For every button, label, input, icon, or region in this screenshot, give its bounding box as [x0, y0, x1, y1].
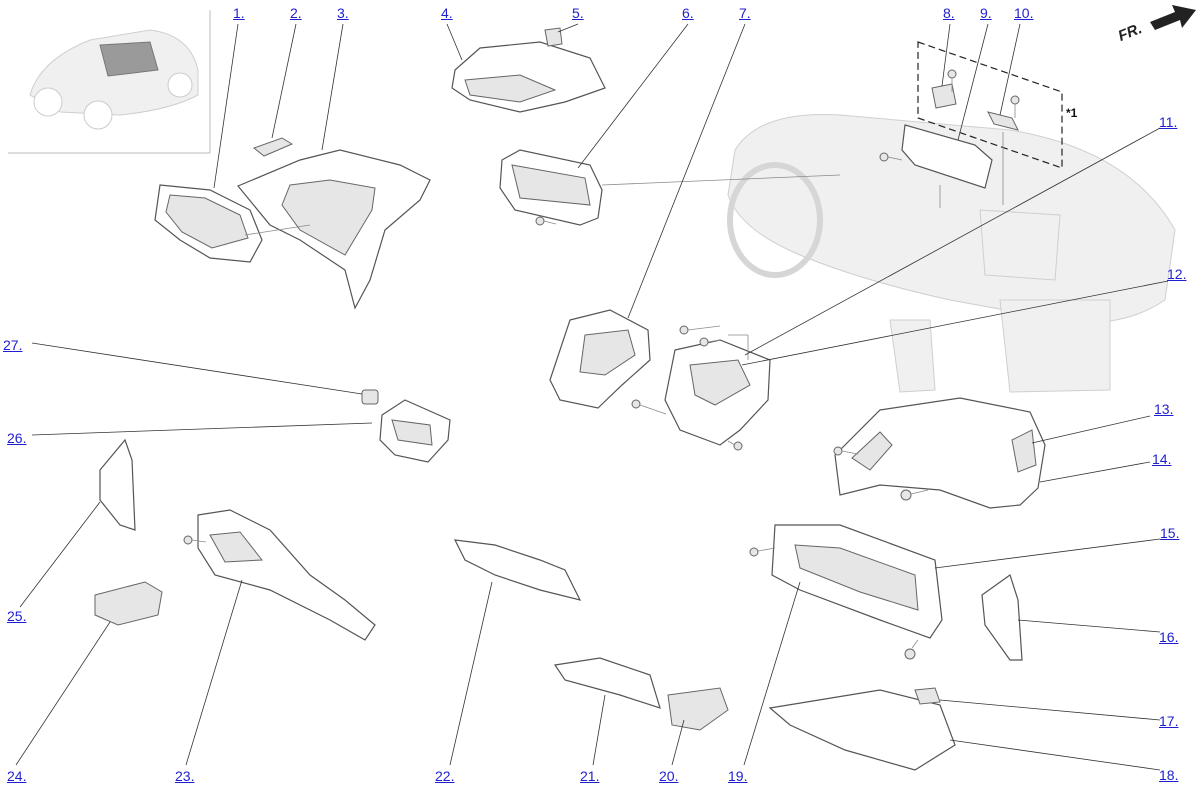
part-7-center-panel — [549, 309, 651, 409]
part-4-upper-cover — [451, 41, 606, 113]
callout-7[interactable]: 7. — [739, 5, 751, 21]
screws — [183, 69, 1020, 660]
assembly-lines — [244, 132, 1004, 360]
callout-27[interactable]: 27. — [3, 337, 23, 353]
front-direction-arrow-icon — [1150, 5, 1196, 30]
part-2-clip — [252, 137, 294, 157]
callout-5[interactable]: 5. — [572, 5, 584, 21]
part-13-14-right-panel — [834, 397, 1046, 509]
vehicle-locator-inset — [8, 10, 211, 154]
leader-lines — [15, 23, 1169, 771]
part-1-meter-frame — [154, 184, 263, 263]
part-10-bracket — [987, 111, 1019, 131]
callout-11[interactable]: 11. — [1159, 114, 1178, 130]
part-8-9-10-display — [901, 83, 1019, 189]
callout-14[interactable]: 14. — [1152, 451, 1172, 467]
callout-20[interactable]: 20. — [659, 768, 679, 784]
part-25-side-cover — [99, 438, 136, 531]
callout-16[interactable]: 16. — [1159, 629, 1179, 645]
callout-15[interactable]: 15. — [1160, 525, 1180, 541]
callout-12[interactable]: 12. — [1167, 266, 1187, 282]
part-9-display — [901, 124, 993, 189]
callout-4[interactable]: 4. — [441, 5, 453, 21]
callout-21[interactable]: 21. — [580, 768, 600, 784]
callout-13[interactable]: 13. — [1154, 401, 1174, 417]
callout-24[interactable]: 24. — [7, 768, 27, 784]
part-27-knob — [361, 389, 379, 405]
part-5-sensor — [544, 27, 563, 47]
callout-23[interactable]: 23. — [175, 768, 195, 784]
callout-26[interactable]: 26. — [7, 430, 27, 446]
dashboard-background-ghost — [727, 113, 1176, 393]
callout-8[interactable]: 8. — [943, 5, 955, 21]
callout-25[interactable]: 25. — [7, 608, 27, 624]
part-8-unit — [931, 83, 957, 109]
part-15-19-glovebox-housing — [771, 524, 943, 639]
callout-17[interactable]: 17. — [1159, 713, 1179, 729]
callout-19[interactable]: 19. — [728, 768, 748, 784]
part-11-12-bracket — [664, 339, 771, 446]
part-24-vent — [94, 581, 163, 626]
callout-2[interactable]: 2. — [290, 5, 302, 21]
callout-9[interactable]: 9. — [980, 5, 992, 21]
part-21-garnish — [553, 657, 661, 709]
callout-18[interactable]: 18. — [1159, 767, 1179, 783]
callout-3[interactable]: 3. — [337, 5, 349, 21]
part-6-combination-meter — [499, 149, 603, 226]
part-23-lower-panel — [197, 509, 376, 641]
part-3-meter-hood — [237, 149, 431, 310]
callout-22[interactable]: 22. — [435, 768, 455, 784]
callout-1[interactable]: 1. — [233, 5, 245, 21]
part-26-switch-panel — [379, 399, 451, 463]
part-16-side-cover — [981, 574, 1023, 661]
part-22-lower-cover — [453, 539, 582, 601]
callout-10[interactable]: 10. — [1014, 5, 1034, 21]
part-17-18-glovebox — [768, 687, 956, 771]
sub-assembly-dashed-box — [917, 41, 1063, 169]
sub-assembly-note: *1 — [1066, 106, 1078, 120]
part-20-vent — [667, 687, 729, 731]
callout-6[interactable]: 6. — [682, 5, 694, 21]
